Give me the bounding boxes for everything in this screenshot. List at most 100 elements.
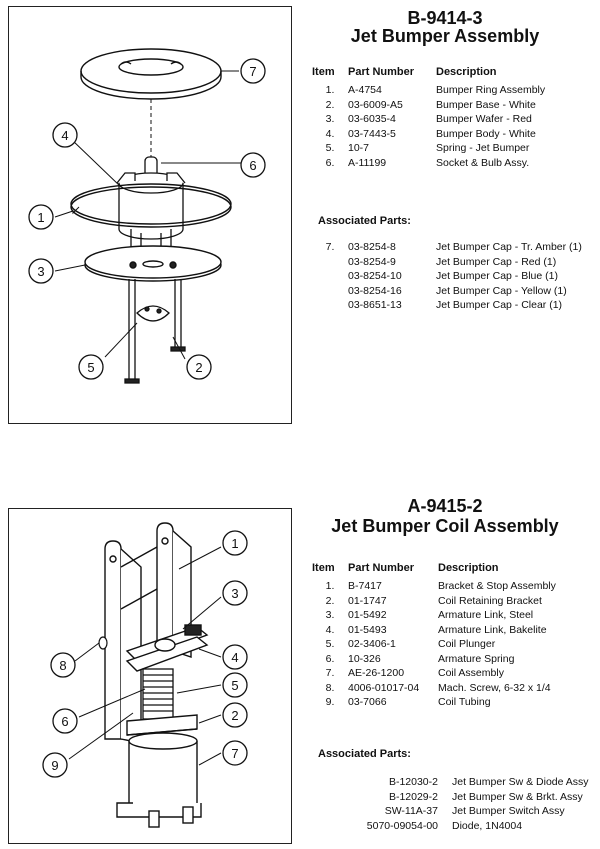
row-item: 4. xyxy=(325,127,335,140)
bumper-ring-drawing xyxy=(70,183,232,228)
row-item: 6. xyxy=(325,652,335,665)
callout-8-label: 8 xyxy=(59,658,66,673)
row-part: 01-5492 xyxy=(348,609,387,621)
bumper-cap-drawing xyxy=(80,48,222,100)
callout-5-label: 5 xyxy=(87,360,94,375)
row-desc: Bumper Body - White xyxy=(436,127,536,140)
row-desc: Jet Bumper Cap - Yellow (1) xyxy=(436,284,567,297)
row-desc: Jet Bumper Switch Assy xyxy=(452,805,565,817)
callout-6-label: 6 xyxy=(61,714,68,729)
table-row: 3. 01-5492 Armature Link, Steel xyxy=(312,609,556,624)
row-desc: Coil Plunger xyxy=(438,638,496,650)
row-item xyxy=(312,270,348,285)
row-desc: Jet Bumper Cap - Red (1) xyxy=(436,255,557,268)
callout-7-label: 7 xyxy=(231,746,238,761)
row-item: 1. xyxy=(325,84,335,96)
row-desc: Jet Bumper Cap - Tr. Amber (1) xyxy=(436,241,582,253)
row-item: 2. xyxy=(325,98,335,111)
callout-markers xyxy=(28,58,266,380)
row-item: 3. xyxy=(325,609,335,621)
row-item: 8. xyxy=(325,681,335,694)
header-item: Item xyxy=(312,66,335,78)
table-row: 8. 4006-01017-04 Mach. Screw, 6-32 x 1/4 xyxy=(312,682,556,697)
row-desc: Bumper Base - White xyxy=(436,98,536,111)
row-item: 3. xyxy=(325,113,335,125)
header-description: Description xyxy=(436,66,497,78)
row-part: 03-8651-13 xyxy=(348,299,402,311)
callout-2-label: 2 xyxy=(195,360,202,375)
jet-bumper-coil-assembly-section: 1 3 4 5 2 7 8 6 9 A-9415-2 Jet Bumper Co… xyxy=(0,430,600,849)
callout-1-label: 1 xyxy=(37,210,44,225)
row-desc: Armature Spring xyxy=(438,652,515,665)
bumper-body-drawing xyxy=(116,172,186,240)
assembly-code: B-9414-3 xyxy=(407,8,483,28)
row-item: 6. xyxy=(325,156,335,169)
row-part: 10-326 xyxy=(348,652,381,665)
row-desc: Coil Tubing xyxy=(438,696,491,708)
row-part: 03-6035-4 xyxy=(348,113,396,125)
row-desc: Bracket & Stop Assembly xyxy=(438,580,556,592)
row-item xyxy=(312,285,348,300)
assembly-diagram-frame: 7 4 6 1 3 5 2 xyxy=(8,6,292,424)
parts-table-header: Item Part Number Description xyxy=(312,66,545,84)
coil-assembly-code: A-9415-2 xyxy=(407,496,483,516)
row-desc: Jet Bumper Sw & Brkt. Assy xyxy=(452,790,583,803)
row-part: 03-8254-16 xyxy=(348,284,402,297)
row-part: AE-26-1200 xyxy=(348,667,405,679)
row-desc: Coil Retaining Bracket xyxy=(438,594,542,607)
row-part: 03-8254-10 xyxy=(348,270,402,282)
callout-3-label: 3 xyxy=(37,264,44,279)
coil-retaining-bracket-drawing xyxy=(126,714,198,736)
header-item: Item xyxy=(312,562,335,574)
row-desc: Coil Assembly xyxy=(438,667,504,679)
row-part: 03-7443-5 xyxy=(348,127,396,140)
coil-diagram-frame: 1 3 4 5 2 7 8 6 9 xyxy=(8,508,292,844)
row-item: 7. xyxy=(325,241,335,253)
header-description: Description xyxy=(438,562,499,574)
table-row: 03-8254-9 Jet Bumper Cap - Red (1) xyxy=(312,256,582,271)
row-desc: Armature Link, Steel xyxy=(438,609,534,621)
bumper-base-drawing xyxy=(124,279,186,384)
table-row: 6. 10-326 Armature Spring xyxy=(312,653,556,668)
row-part: 03-8254-9 xyxy=(348,255,396,268)
row-desc: Jet Bumper Sw & Diode Assy xyxy=(452,776,589,788)
bracket-drawing xyxy=(104,522,192,744)
callout-6-label: 6 xyxy=(249,158,256,173)
jet-bumper-assembly-section: 7 4 6 1 3 5 2 B-9414-3 Jet Bumper Assemb… xyxy=(8,6,582,424)
table-row: 4. 03-7443-5 Bumper Body - White xyxy=(312,128,545,143)
callout-markers xyxy=(42,530,248,778)
jet-bumper-exploded-diagram: 7 4 6 1 3 5 2 xyxy=(28,48,266,384)
callout-2-label: 2 xyxy=(231,708,238,723)
row-item xyxy=(312,256,348,271)
row-desc: Jet Bumper Cap - Clear (1) xyxy=(436,299,563,311)
row-part: B-7417 xyxy=(348,580,382,592)
row-desc: Mach. Screw, 6-32 x 1/4 xyxy=(438,681,551,694)
callout-7-label: 7 xyxy=(249,64,256,79)
callout-4-label: 4 xyxy=(231,650,238,665)
callout-4-label: 4 xyxy=(61,128,68,143)
row-part: 03-6009-A5 xyxy=(348,98,403,111)
table-row: 3. 03-6035-4 Bumper Wafer - Red xyxy=(312,113,545,128)
row-desc: Bumper Wafer - Red xyxy=(436,113,532,125)
row-part: 01-5493 xyxy=(348,623,387,636)
table-row: 03-8254-16 Jet Bumper Cap - Yellow (1) xyxy=(312,285,582,300)
row-desc: Spring - Jet Bumper xyxy=(436,142,530,154)
row-part: 4006-01017-04 xyxy=(348,681,420,694)
row-desc: Jet Bumper Cap - Blue (1) xyxy=(436,270,558,282)
callout-1-label: 1 xyxy=(231,536,238,551)
callout-leader-lines xyxy=(54,70,241,360)
row-item: 7. xyxy=(325,667,335,679)
